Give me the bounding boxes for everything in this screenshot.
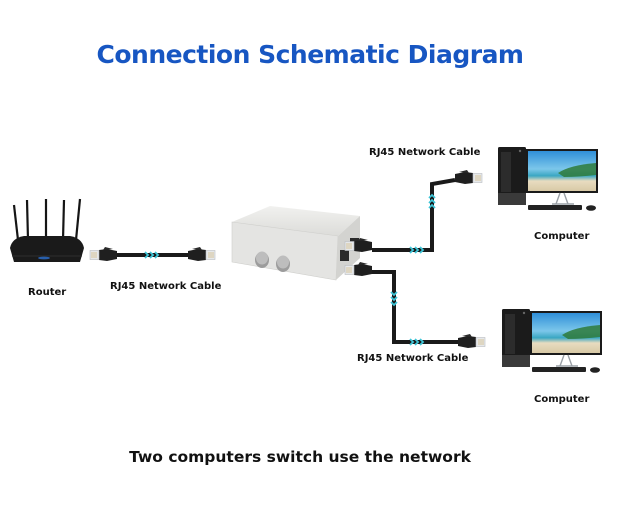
computer-1-label: Computer [534,231,590,242]
cable-switch-to-computer-1 [344,169,483,254]
router-label: Router [28,287,67,298]
network-switch-icon [231,206,360,281]
cable-router-to-switch [89,246,216,262]
desktop-computer-icon [501,308,603,374]
cable-label-computer-2: RJ45 Network Cable [357,353,469,364]
diagram-caption: Two computers switch use the network [129,448,471,466]
cable-switch-to-computer-2 [344,261,486,349]
computer-2-label: Computer [534,394,590,405]
desktop-computer-icon [497,146,599,212]
diagram-title: Connection Schematic Diagram [96,40,524,69]
cable-label-computer-1: RJ45 Network Cable [369,147,481,158]
cable-label-router-switch: RJ45 Network Cable [110,281,222,292]
router-icon [10,198,84,262]
